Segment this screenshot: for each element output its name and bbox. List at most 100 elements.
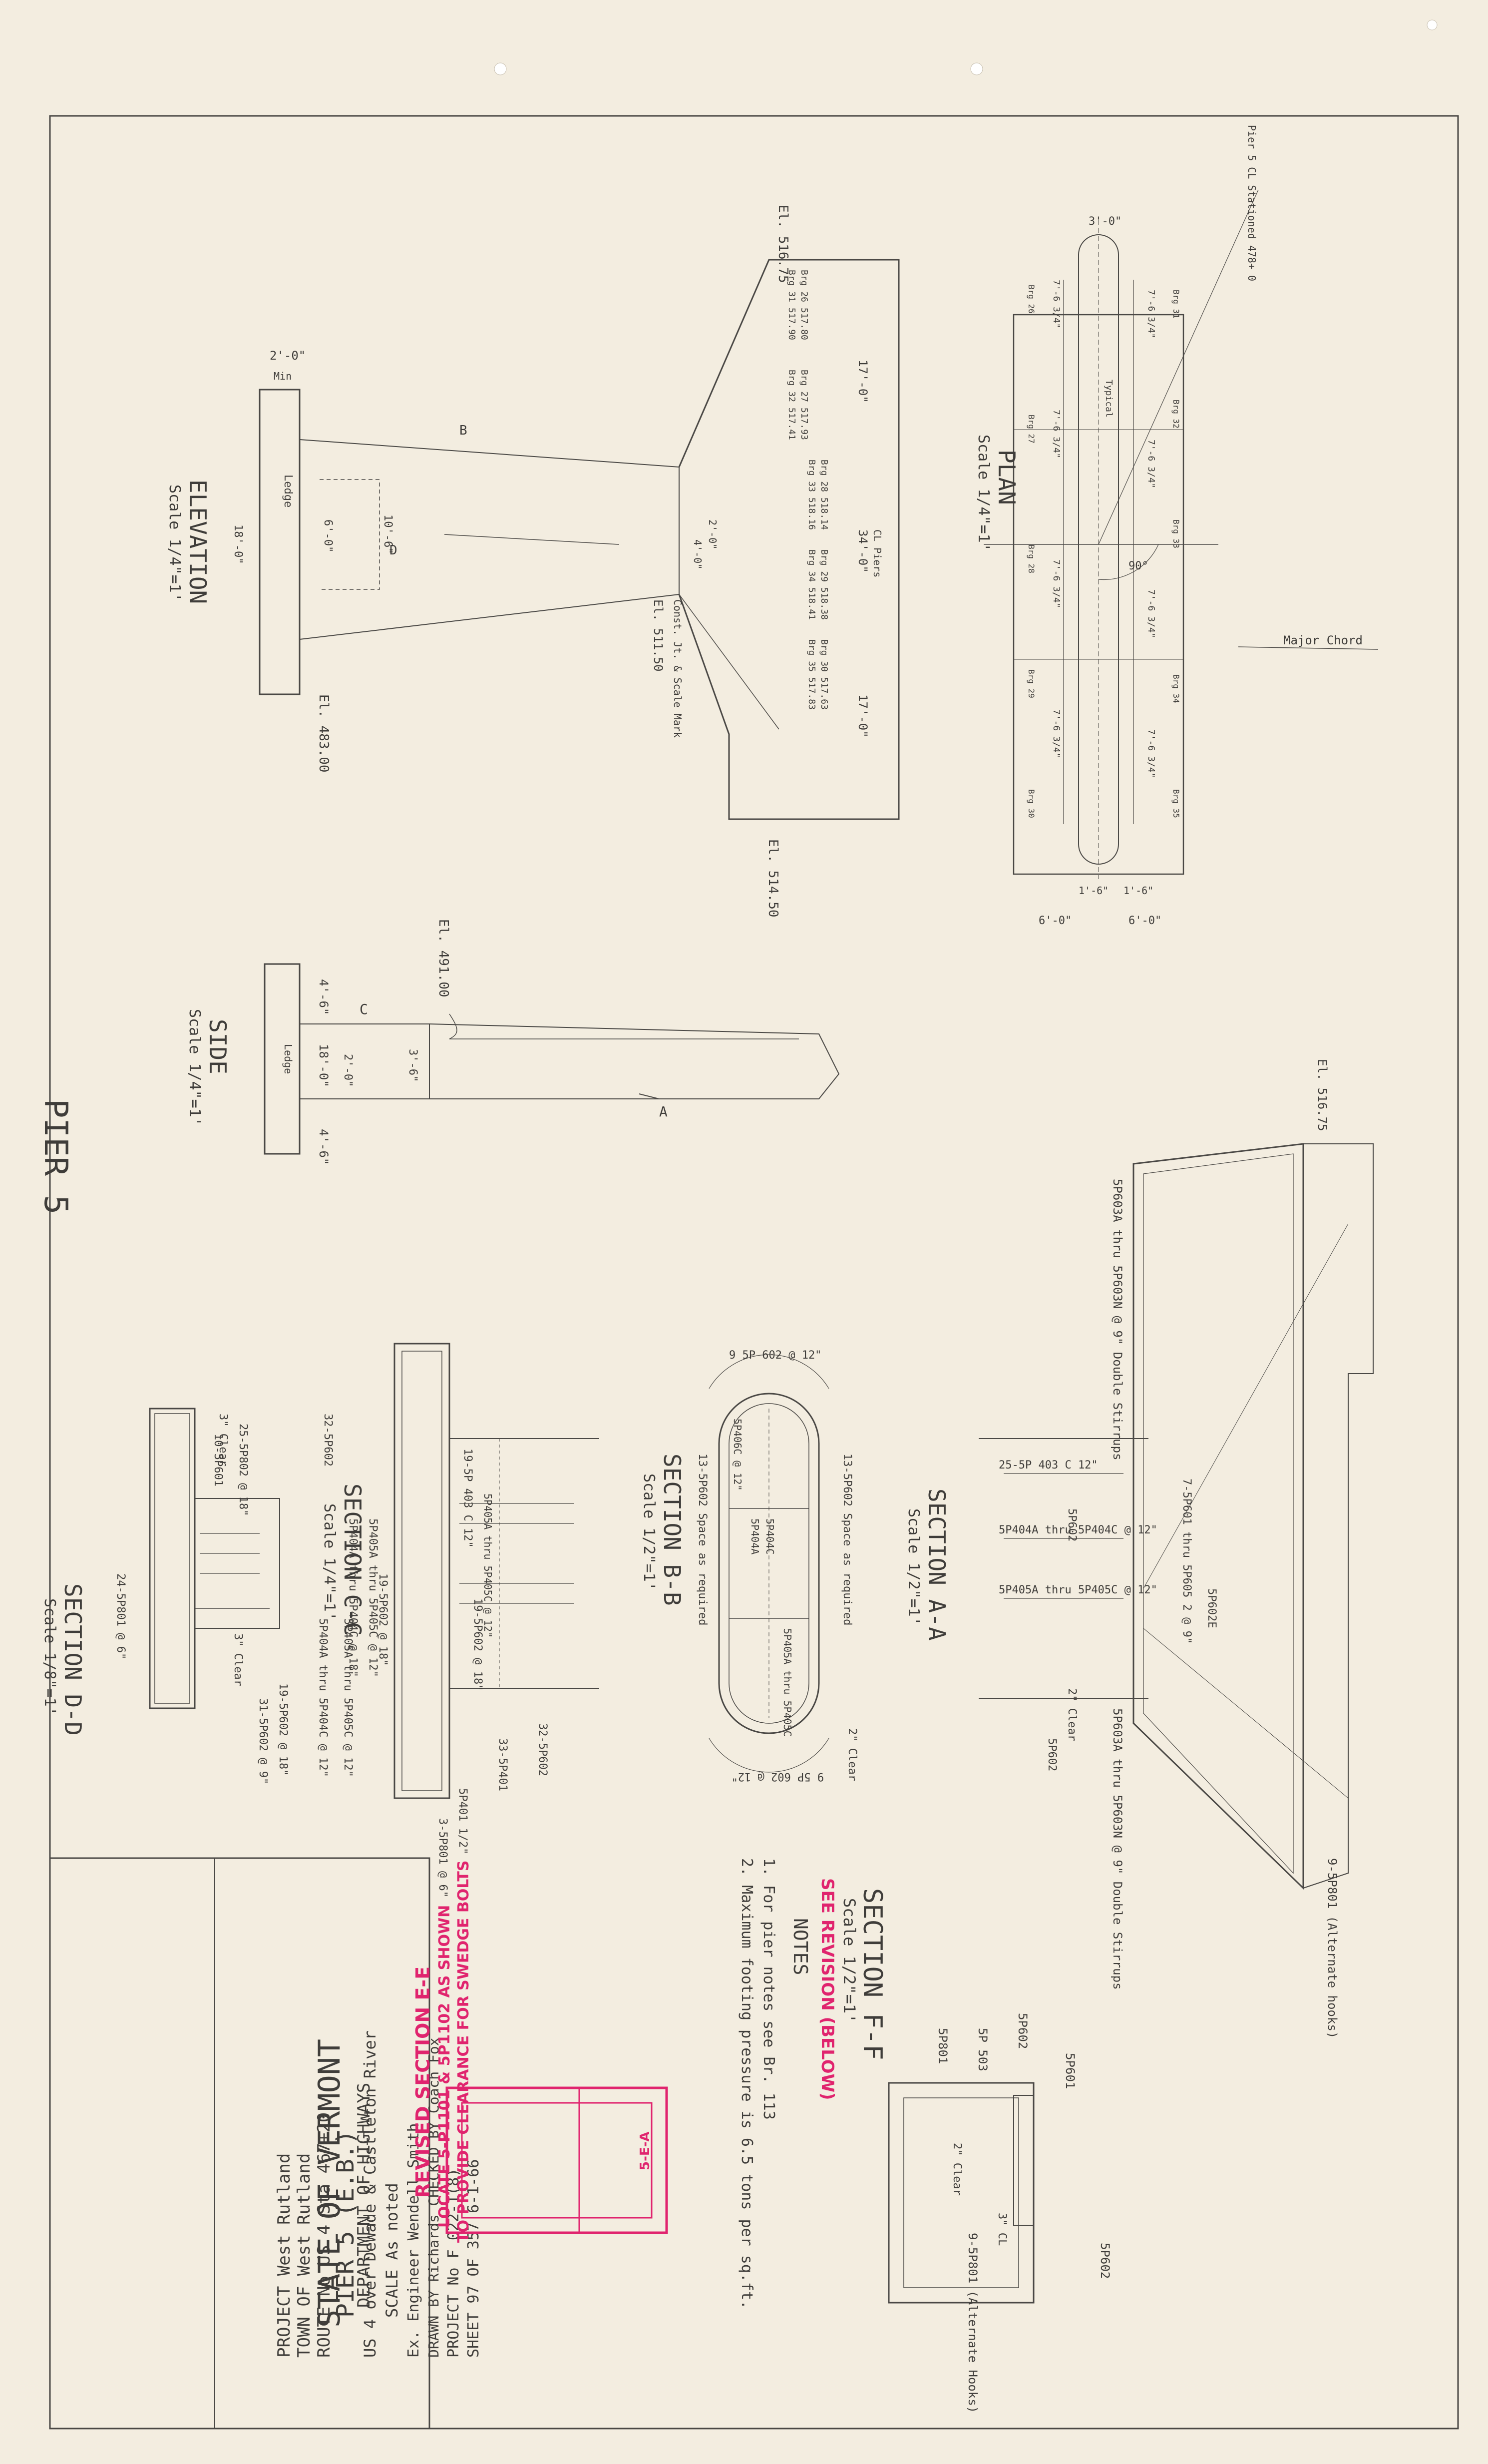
project-line: PROJECT West Rutland — [274, 2153, 294, 2358]
section-bb-title: SECTION B-B — [659, 1454, 686, 1606]
side-dim-4: 3'-6" — [406, 1049, 419, 1082]
elevation-scale: Scale 1/4"=1' — [166, 485, 183, 602]
side-dim-5: 2'-0" — [342, 1054, 354, 1087]
section-ff-view: 5P801 5P 503 5P602 5P601 5P602 2" Clear … — [888, 2013, 1112, 2413]
notes-title: NOTES — [789, 1918, 811, 1975]
cap-dim-small-2: 4'-0" — [692, 539, 704, 569]
section-ff-title: SECTION F-F — [857, 1888, 887, 2060]
plan-brg-1: Brg 26 — [1027, 285, 1036, 314]
ff-label-6: 2" Clear — [951, 2143, 963, 2196]
cap-dim-right: 17'-0" — [856, 694, 870, 738]
ff-label-1: 5P801 — [936, 2028, 950, 2064]
cap-brg-6: Brg 26 517.80 — [799, 270, 809, 340]
aa-label-7: 5P603A thru 5P603N @ 9" Double Stirrups — [1111, 1708, 1124, 1990]
plan-pier-note: Pier 5 CL Stationed 478+ 0 — [1246, 125, 1258, 281]
bb-label-5: 2" Clear — [846, 1728, 858, 1781]
dd-label-3: 24-5P801 @ 6" — [114, 1573, 127, 1659]
department-label: DEPARTMENT OF HIGHWAYS — [354, 2083, 374, 2308]
cc-label-6: 32-5P602 — [536, 1723, 549, 1776]
plan-dim-r: 6'-0" — [1128, 915, 1161, 927]
bb-label-2: 13-5P602 Space as required — [696, 1454, 709, 1625]
cc-label-8: 3-5P801 @ 6" — [436, 1818, 449, 1898]
plan-brg-10: Brg 35 — [1171, 789, 1181, 818]
bb-label-6: 5P406C @ 12" — [732, 1419, 744, 1491]
drawn-line: DRAWN BY Richards CHECKED BY Coach Fox — [425, 2037, 442, 2358]
plan-dim-top: 3'-0" — [1089, 215, 1121, 228]
plan-typical: Typical — [1104, 380, 1114, 418]
dd-label-5: 19-5P602 @ 18" — [277, 1683, 289, 1776]
elevation-dim-top: 2'-0" — [270, 349, 306, 363]
crossing-line: US 4 over DeWade & Castleton River — [361, 2030, 379, 2358]
aa-label-8: 5P602 — [1046, 1738, 1058, 1771]
town-line: TOWN OF West Rutland — [294, 2153, 314, 2358]
revision-tag: 5-E-A — [638, 2131, 653, 2170]
cap-brg-3: Brg 33 518.16 — [806, 460, 817, 530]
note-2: 2. Maximum footing pressure is 6.5 tons … — [738, 1858, 755, 2309]
cap-el-top: El. 516.75 — [775, 205, 790, 283]
cc-label-3: 5P405A thru 5P405C @ 12" — [342, 1618, 354, 1777]
section-aa-view: SECTION A-A Scale 1/2"=1' El. 516.75 5P6… — [905, 1059, 1374, 2038]
section-dd-scale: Scale 1/8"=1' — [41, 1598, 58, 1716]
cap-brg-7: Brg 27 517.93 — [799, 370, 809, 440]
aa-label-9: 2" Clear — [1066, 1688, 1078, 1741]
see-revision: SEE REVISION (BELOW) — [817, 1878, 837, 2100]
bb-label-4: 9 5P 602 @ 12" — [732, 1770, 824, 1783]
dd-label-4: 25-5P802 @ 18" — [237, 1424, 249, 1516]
plan-brg-2: Brg 27 — [1027, 415, 1036, 444]
ff-label-2: 5P 503 — [976, 2028, 990, 2071]
cap-dim-left: 17'-0" — [856, 360, 870, 403]
section-bb-scale: Scale 1/2"=1' — [640, 1474, 658, 1591]
plan-bottom-dim: 1'-6" — [1123, 885, 1153, 897]
cc-label-9: 19-5P 403 C 12" — [461, 1449, 474, 1548]
dd-label-9: 5P405A thru 5P405C @ 12" — [367, 1518, 379, 1677]
side-dim-3: 4'-6" — [317, 1129, 331, 1165]
cap-brg-9: Brg 29 518.38 — [819, 549, 829, 620]
structure-line: PIER 5 (E.B.) — [332, 2130, 360, 2318]
plan-spacing-5: 7'-6 3/4" — [1146, 290, 1156, 339]
side-mark-c: C — [360, 1001, 368, 1017]
ff-label-8: 3" CL — [996, 2213, 1008, 2246]
dd-label-8: 5P404A thru 5P404C @ 18" — [347, 1518, 359, 1677]
dd-label-6: 31-5P602 @ 9" — [257, 1698, 269, 1784]
section-dd-title: SECTION D-D — [59, 1583, 86, 1736]
elevation-d1: 6'-0" — [322, 519, 334, 552]
bb-label-9: 5P405A thru 5P405C — [781, 1628, 793, 1737]
section-ff-scale: Scale 1/2"=1' — [840, 1898, 859, 2023]
cap-cl-piers: CL Piers — [871, 529, 883, 577]
cc-label-4: 5P404A thru 5P404C @ 12" — [317, 1618, 329, 1777]
plan-brg-8: Brg 33 — [1171, 519, 1181, 548]
ff-label-4: 5P601 — [1063, 2053, 1077, 2089]
dd-label-2: 10-5P601 — [212, 1434, 224, 1486]
revision-line-2: TO PROVIDE CLEARANCE FOR SWEDGE BOLTS — [455, 1861, 472, 2243]
aa-label-6: 5P602E — [1205, 1588, 1218, 1628]
cap-brg-2: Brg 32 517.41 — [786, 370, 797, 440]
plan-dim-l: 6'-0" — [1039, 915, 1072, 927]
ff-label-5: 5P602 — [1098, 2243, 1112, 2279]
plan-spacing-6: 7'-6 3/4" — [1146, 440, 1156, 489]
section-cc-scale: Scale 1/4"=1' — [321, 1503, 338, 1621]
plan-spacing-3: 7'-6 3/4" — [1051, 559, 1062, 608]
revision-line-1: LOCATE 5-P1101 & 5P1102 AS SHOWN — [436, 1905, 453, 2228]
revision-title: REVISED SECTION E-E — [412, 1967, 434, 2198]
plan-angle: 90° — [1128, 560, 1148, 572]
section-bb-view: SECTION B-B Scale 1/2"=1' 9 5P 602 @ 12"… — [640, 1349, 858, 1783]
cc-label-5: 33-5P401 — [496, 1738, 509, 1791]
elevation-ledge: Ledge — [282, 475, 294, 507]
title-block: STATE OF VERMONT DEPARTMENT OF HIGHWAYS … — [49, 1857, 482, 2430]
plan-major-chord: Major Chord — [1283, 633, 1363, 647]
plan-brg-3: Brg 28 — [1027, 544, 1036, 573]
aa-label-3: 5P404A thru 5P404C @ 12" — [999, 1524, 1157, 1536]
bb-label-7: 5P404A — [749, 1518, 761, 1554]
cc-label-11: 5P405A thru 5P405C @ 12" — [482, 1493, 494, 1638]
aa-label-10: 7-5P601 thru 5P605 2 @ 9" — [1180, 1478, 1193, 1644]
cap-brg-5: Brg 35 517.83 — [806, 639, 817, 710]
cc-label-1: 32-5P602 — [322, 1414, 334, 1467]
elevation-b-mark: B — [459, 423, 467, 438]
side-view: SIDE Scale 1/4"=1' El. 491.00 4'-6" 18'-… — [186, 919, 840, 1165]
cap-el-mid: El. 511.50 — [651, 599, 665, 672]
side-mark-a: A — [659, 1103, 668, 1120]
aa-label-1: 5P603A thru 5P603N @ 9" Double Stirrups — [1111, 1179, 1124, 1461]
revision-block: REVISED SECTION E-E LOCATE 5-P1101 & 5P1… — [412, 1861, 668, 2243]
plan-brg-7: Brg 32 — [1171, 400, 1181, 429]
side-el: El. 491.00 — [436, 919, 451, 997]
